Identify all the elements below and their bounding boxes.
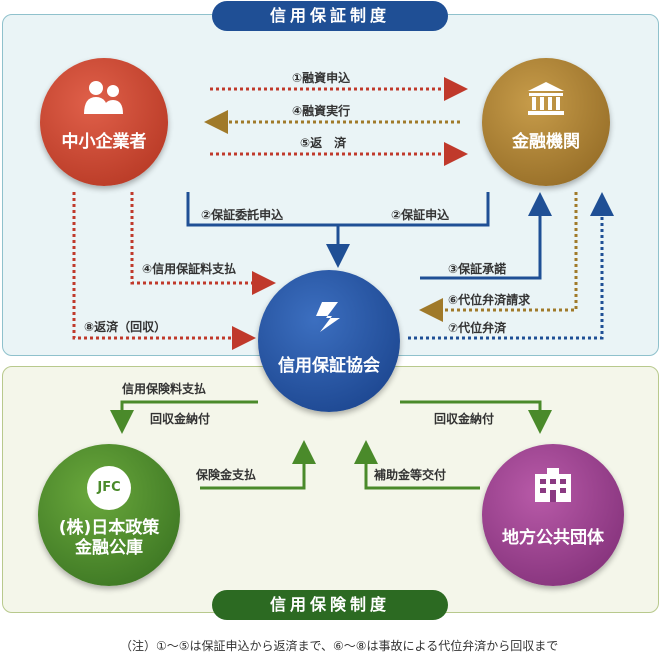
bank-label: 金融機関 (512, 132, 580, 152)
building-icon (535, 468, 571, 502)
flow-label-collect-right: 回収金納付 (434, 412, 495, 426)
kyokai-label: 信用保証協会 (278, 356, 380, 376)
local-gov-label: 地方公共団体 (502, 528, 604, 548)
flow-line-ins-pay (200, 440, 316, 490)
jfc-logo-icon: JFC (87, 466, 131, 510)
flow-line-ins-fee (110, 400, 258, 434)
bank-icon (528, 82, 564, 115)
flow-line-7 (408, 192, 614, 340)
local-gov-node: 地方公共団体 (482, 444, 624, 586)
flow-line-subsidy (354, 440, 480, 490)
flow-label-2a: ②保証委託申込 (201, 208, 284, 222)
flow-label-1: ①融資申込 (292, 71, 351, 85)
sme-node: 中小企業者 (40, 58, 168, 186)
flow-label-4b: ④信用保証料支払 (142, 262, 237, 276)
flow-line-4b (130, 192, 276, 295)
kyokai-logo-icon (316, 302, 340, 332)
flow-label-6: ⑥代位弁済請求 (448, 293, 531, 307)
jfc-node: JFC (株)日本政策 金融公庫 (38, 444, 180, 586)
footnote: （注）①〜⑤は保証申込から返済まで、⑥〜⑧は事故による代位弁済から回収まで (120, 639, 559, 653)
bank-node: 金融機関 (482, 58, 610, 186)
flow-line-3 (420, 192, 552, 280)
insurance-system-banner: 信用保険制度 (212, 590, 448, 620)
flow-label-3: ③保証承諾 (448, 262, 507, 276)
flow-label-ins-fee: 信用保険料支払 (122, 382, 207, 396)
flow-label-collect-left: 回収金納付 (150, 412, 211, 426)
flow-label-7: ⑦代位弁済 (448, 321, 507, 335)
flow-label-2b: ②保証申込 (391, 208, 450, 222)
sme-label: 中小企業者 (61, 132, 147, 152)
flow-label-ins-pay: 保険金支払 (196, 468, 257, 482)
flow-label-4a: ④融資実行 (292, 104, 351, 118)
flow-line-8 (72, 192, 256, 350)
jfc-label-line2: 金融公庫 (75, 538, 143, 558)
flow-label-subsidy: 補助金等交付 (374, 468, 447, 482)
flow-line-6 (419, 192, 578, 322)
flow-line-collect-right (400, 400, 552, 434)
people-icon (84, 81, 123, 114)
guarantee-system-banner: 信用保証制度 (212, 1, 448, 31)
flow-label-5: ⑤返 済 (300, 136, 347, 150)
flow-label-8: ⑧返済（回収） (84, 320, 167, 334)
jfc-label-line1: (株)日本政策 (58, 518, 160, 538)
credit-guarantee-corp-node: 信用保証協会 (258, 270, 400, 412)
